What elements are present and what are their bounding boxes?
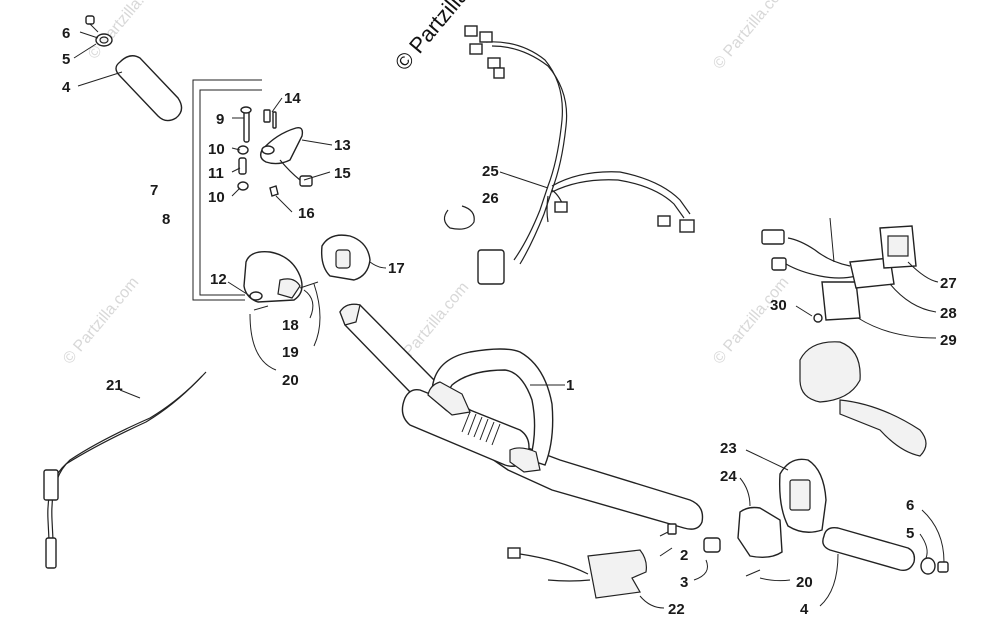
- callout-29: 29: [940, 332, 957, 349]
- callout-4-top: 4: [62, 79, 71, 96]
- callout-8: 8: [162, 211, 170, 228]
- callout-17: 17: [388, 260, 405, 277]
- watermark: © Partzilla.com: [60, 274, 142, 368]
- callout-23: 23: [720, 440, 737, 457]
- callout-labels: 6 5 4 9 14 13 10 11 15 7 10 8 16 12 17 1…: [62, 25, 957, 618]
- left-switch: [320, 234, 371, 281]
- callout-16: 16: [298, 205, 315, 222]
- small-parts-bottom: [507, 523, 721, 599]
- callout-20-right: 20: [796, 574, 813, 591]
- throttle-cable: [43, 371, 207, 569]
- callout-18: 18: [282, 317, 299, 334]
- group-brackets: [192, 79, 262, 301]
- wiring-harness: [443, 25, 695, 285]
- callout-28: 28: [940, 305, 957, 322]
- callout-10-bottom: 10: [208, 189, 225, 206]
- callout-21: 21: [106, 377, 123, 394]
- callout-20-left: 20: [282, 372, 299, 389]
- watermarks: © Partzilla © Partzilla.com © Partzilla.…: [60, 0, 792, 373]
- callout-10-top: 10: [208, 141, 225, 158]
- callout-5-bottom: 5: [906, 525, 914, 542]
- callout-6-top: 6: [62, 25, 70, 42]
- watermark: © Partzilla.com: [710, 0, 792, 73]
- callout-22: 22: [668, 601, 685, 618]
- callout-3: 3: [680, 574, 688, 591]
- handlebar: [339, 303, 704, 530]
- watermark-main: © Partzilla: [390, 0, 474, 75]
- callout-30: 30: [770, 297, 787, 314]
- throttle-lever-parts: [237, 106, 313, 197]
- throttle-housing: [243, 251, 319, 311]
- callout-13: 13: [334, 137, 351, 154]
- right-switch-assembly: [761, 217, 927, 457]
- callout-7: 7: [150, 182, 158, 199]
- callout-26: 26: [482, 190, 499, 207]
- callout-4-bottom: 4: [800, 601, 809, 618]
- callout-19: 19: [282, 344, 299, 361]
- callout-27: 27: [940, 275, 957, 292]
- callout-9: 9: [216, 111, 224, 128]
- callout-12: 12: [210, 271, 227, 288]
- watermark: © Partzilla.com: [710, 274, 792, 368]
- callout-24: 24: [720, 468, 737, 485]
- right-control: [737, 458, 827, 577]
- callout-6-bottom: 6: [906, 497, 914, 514]
- callout-1: 1: [566, 377, 574, 394]
- leader-lines: [73, 31, 945, 609]
- callout-14: 14: [284, 90, 301, 107]
- callout-2: 2: [680, 547, 688, 564]
- left-grip-assembly: [85, 15, 183, 122]
- callout-25: 25: [482, 163, 499, 180]
- right-grip-assembly: [822, 526, 949, 575]
- callout-5-top: 5: [62, 51, 70, 68]
- callout-11: 11: [208, 165, 224, 182]
- callout-15: 15: [334, 165, 351, 182]
